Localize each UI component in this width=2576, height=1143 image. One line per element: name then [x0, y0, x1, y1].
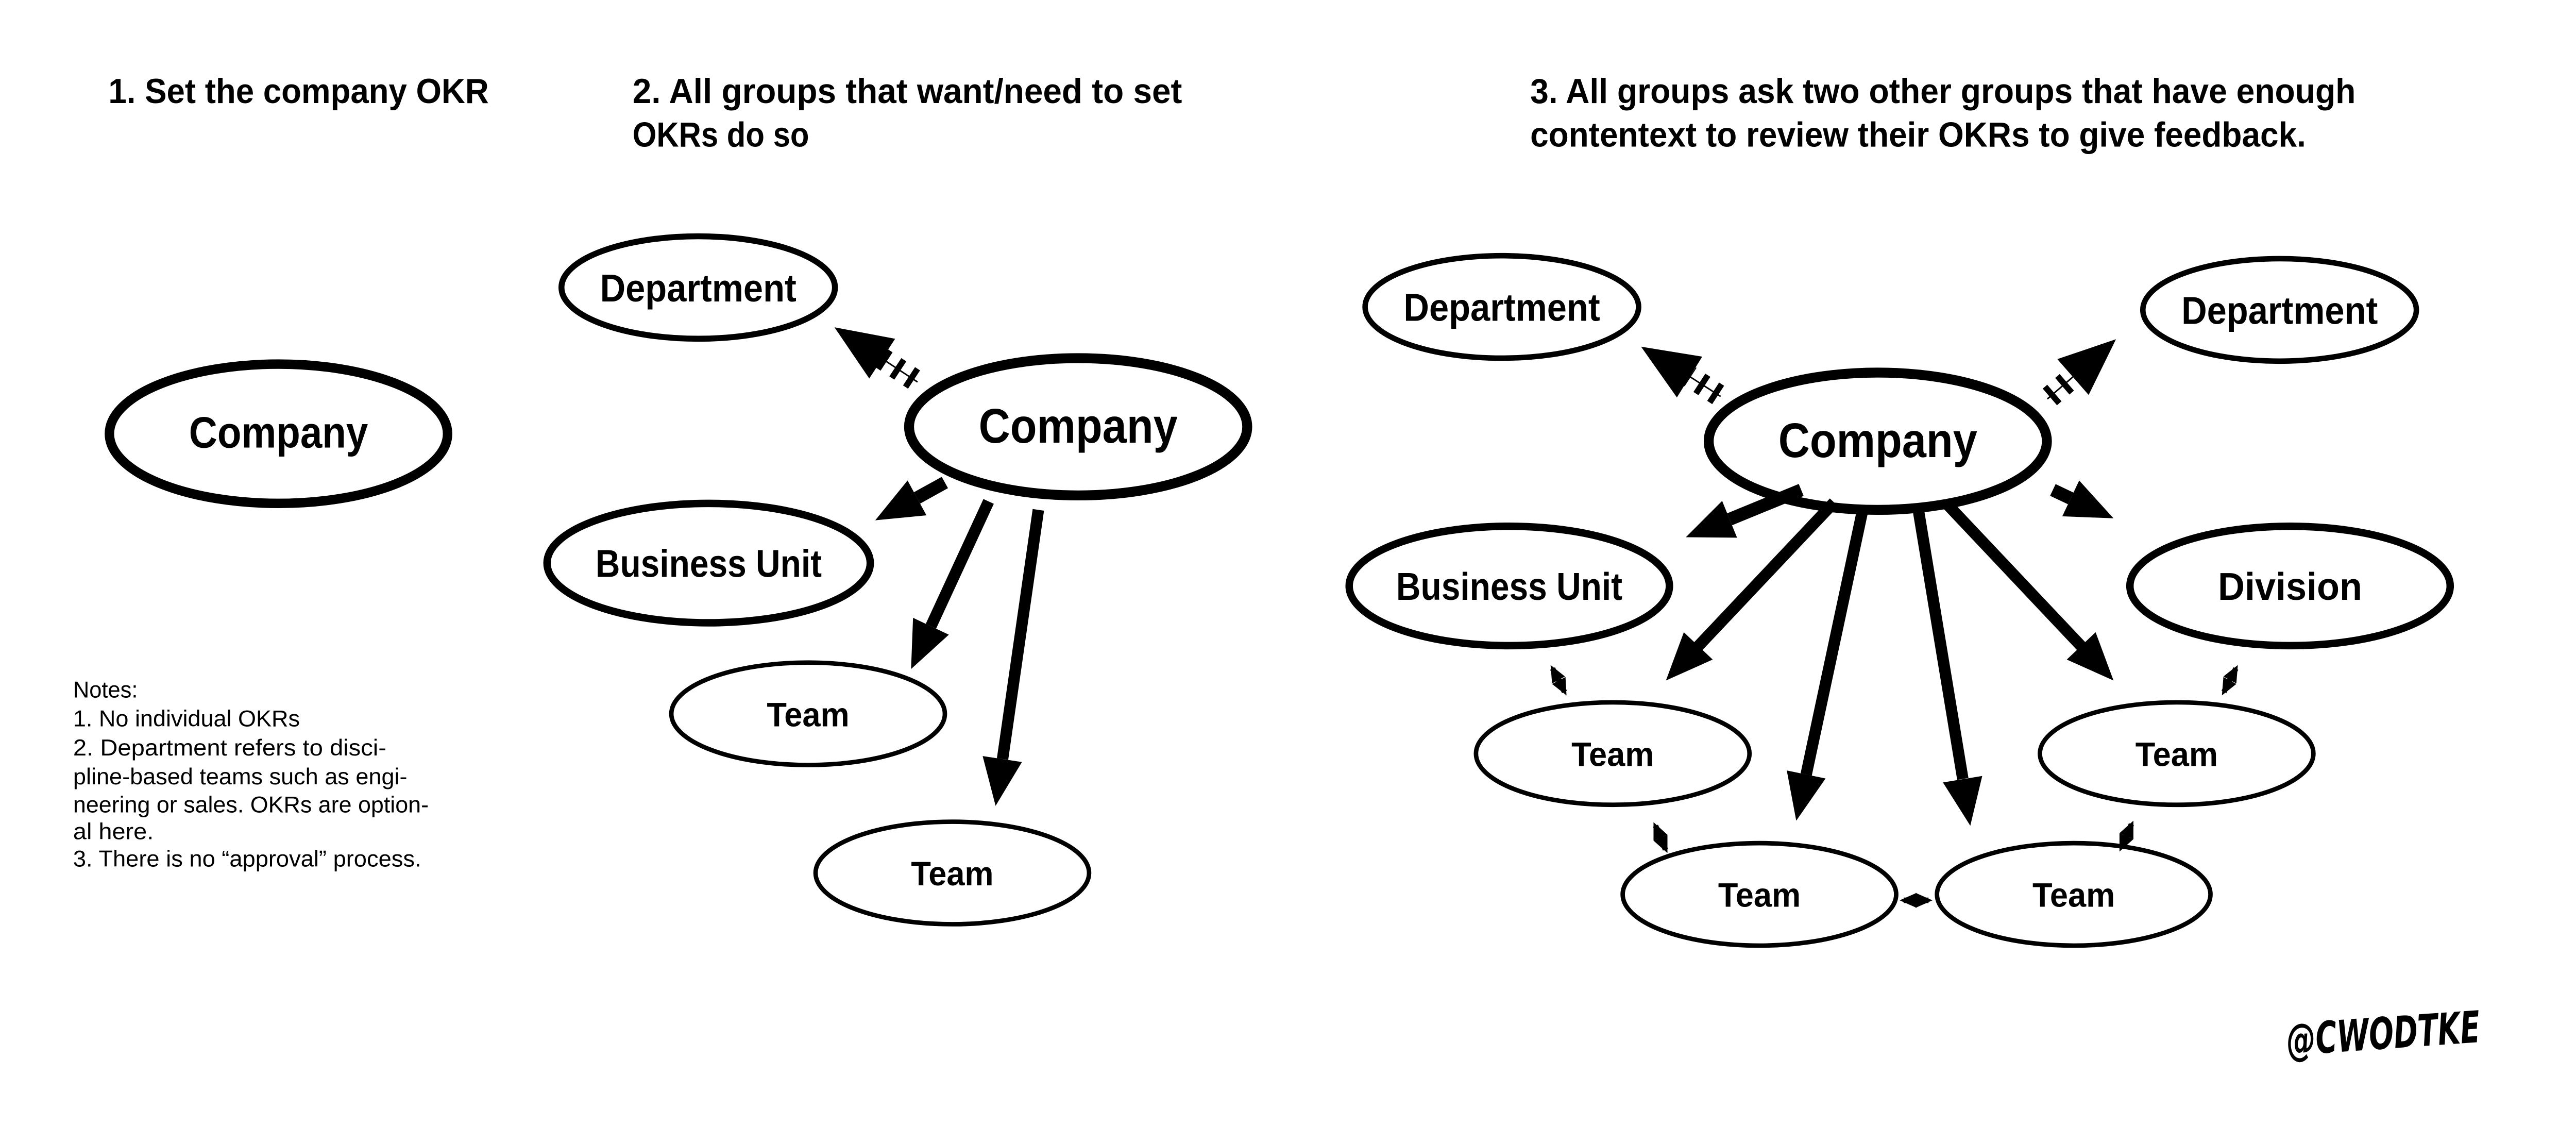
arrow-p3-company-to-team-mid-left-icon	[1666, 498, 1838, 681]
feedback-arrow-division-team-icon	[2221, 665, 2239, 696]
panel3-department-left-ellipse	[1362, 253, 1641, 361]
panel2-team2-node: Team	[813, 819, 1092, 927]
panel1-company-ellipse	[105, 359, 452, 509]
panel3-company-ellipse	[1703, 367, 2052, 515]
panel3-team-mid-left-label: Team	[1571, 735, 1654, 773]
panel3-business-unit-node: Business Unit	[1345, 522, 1673, 650]
panel3-team-mid-right-ellipse	[2038, 700, 2316, 808]
arrow-p3-company-to-team-mid-right-icon	[1941, 498, 2114, 681]
panel3-team-bottom-right-label: Team	[2032, 877, 2115, 914]
panel1-company-label: Company	[189, 408, 368, 457]
notes-line: 2. Department refers to disci-	[73, 735, 386, 761]
panel2-business-unit-ellipse	[543, 499, 874, 627]
notes-line: pline-based teams such as engi-	[73, 764, 408, 789]
feedback-arrow-business-unit-team-icon	[1550, 665, 1567, 696]
panel3-department-right-label: Department	[2181, 289, 2378, 332]
panel3-team-mid-right-node: Team	[2038, 700, 2316, 808]
panel3-team-bottom-right-node: Team	[1935, 841, 2213, 948]
panel2-department-node: Department	[558, 233, 838, 342]
panel3-department-right-ellipse	[2140, 256, 2419, 364]
panel1-heading: 1. Set the company OKR	[108, 72, 488, 111]
okr-process-diagram: 1. Set the company OKR Company Notes: 1.…	[73, 72, 2482, 1067]
panel2-team2-label: Team	[911, 855, 993, 893]
panel3-company-node: Company	[1703, 367, 2052, 515]
notes-line: 1. No individual OKRs	[73, 706, 300, 731]
panel3-team-bottom-left-ellipse	[1620, 841, 1899, 948]
arrow-p3-company-to-department-left-dashed-icon	[1641, 346, 1724, 405]
author-signature: @CWODTKE	[2285, 1002, 2482, 1066]
arrow-p2-company-to-team2-icon	[982, 509, 1044, 806]
notes-line: neering or sales. OKRs are option-	[73, 792, 429, 817]
feedback-arrow-team-bottom-left-team-bottom-right-icon	[1900, 893, 1933, 908]
panel2-team2-ellipse	[813, 819, 1092, 927]
panel3-team-bottom-left-node: Team	[1620, 841, 1899, 948]
arrow-p2-company-to-department-dashed-icon	[834, 327, 920, 389]
panel2-business-unit-node: Business Unit	[543, 499, 874, 627]
notes-line: Notes:	[73, 677, 138, 702]
panel3-department-right-node: Department	[2140, 256, 2419, 364]
feedback-arrow-team-mid-right-team-bottom-right-icon	[2119, 820, 2134, 852]
panel3-business-unit-ellipse	[1345, 522, 1673, 650]
notes-line: al here.	[73, 819, 154, 844]
panel2-team1-node: Team	[669, 660, 947, 767]
arrow-p3-company-to-department-right-dashed-icon	[2042, 339, 2116, 406]
panel3-company-label: Company	[1778, 413, 1977, 468]
panel2-business-unit-label: Business Unit	[596, 542, 822, 585]
panel3-heading-line2: contentext to review their OKRs to give …	[1530, 116, 2306, 155]
arrow-p3-company-to-team-bottom-right-icon	[1912, 510, 1982, 826]
arrow-p3-company-to-team-bottom-left-icon	[1787, 510, 1868, 821]
panel2-heading-line1: 2. All groups that want/need to set	[633, 72, 1182, 111]
panel2-company-node: Company	[904, 353, 1252, 501]
panel2-team1-label: Team	[767, 696, 849, 733]
panel3-heading-line1: 3. All groups ask two other groups that …	[1530, 72, 2355, 111]
panel3-team-bottom-right-ellipse	[1935, 841, 2213, 948]
panel3-team-mid-left-ellipse	[1473, 700, 1752, 808]
panel2-heading-line2: OKRs do so	[633, 116, 809, 155]
arrow-p2-company-to-business-unit-icon	[875, 477, 948, 520]
panel1-company-node: Company	[105, 359, 452, 509]
panel2-company-label: Company	[979, 399, 1178, 453]
notes-line: 3. There is no “approval” process.	[73, 846, 421, 871]
panel2-department-label: Department	[600, 266, 796, 310]
panel2-department-ellipse	[558, 233, 838, 342]
arrow-p3-company-to-business-unit-icon	[1686, 484, 1804, 538]
arrow-p3-company-to-division-icon	[2050, 480, 2114, 518]
panel3-business-unit-label: Business Unit	[1396, 565, 1622, 608]
feedback-arrow-team-mid-left-team-bottom-left-icon	[1653, 822, 1668, 853]
panel3-team-mid-right-label: Team	[2136, 735, 2218, 773]
okr-diagram-page: 1. Set the company OKR Company Notes: 1.…	[73, 72, 2482, 1067]
panel2-company-ellipse	[904, 353, 1252, 501]
arrow-p2-company-to-team1-icon	[911, 499, 994, 669]
panel3-division-ellipse	[2126, 522, 2454, 650]
panel3-team-bottom-left-label: Team	[1718, 877, 1801, 914]
notes-block: Notes: 1. No individual OKRs 2. Departme…	[73, 677, 429, 871]
panel3-department-left-label: Department	[1403, 286, 1600, 329]
panel2-team1-ellipse	[669, 660, 947, 767]
panel3-division-label: Division	[2218, 565, 2362, 608]
panel3-team-mid-left-node: Team	[1473, 700, 1752, 808]
panel3-department-left-node: Department	[1362, 253, 1641, 361]
panel3-division-node: Division	[2126, 522, 2454, 650]
